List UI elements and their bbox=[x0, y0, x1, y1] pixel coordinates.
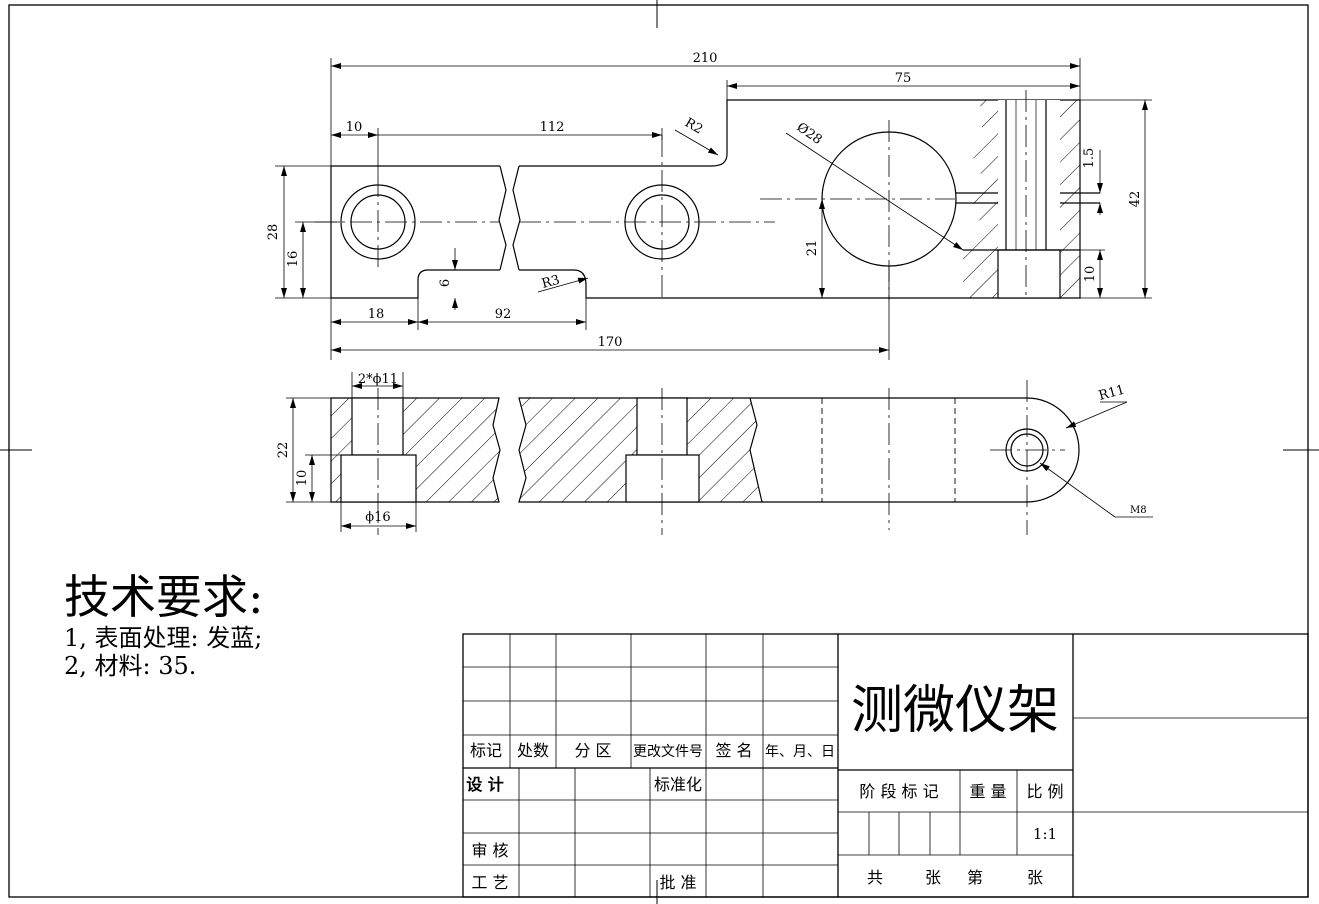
dim-112: 112 bbox=[540, 120, 565, 135]
top-view-dim-text: 210 75 10 112 R2 Ø28 28 16 6 R3 18 92 17… bbox=[266, 51, 1143, 350]
dim-6: 6 bbox=[438, 279, 453, 287]
title-block bbox=[462, 633, 1309, 898]
dim-18: 18 bbox=[368, 307, 385, 322]
leader-r2 bbox=[674, 129, 719, 156]
sheets-total: 共 bbox=[867, 868, 883, 887]
dim-210: 210 bbox=[693, 51, 718, 66]
hdr-mark: 标记 bbox=[470, 741, 502, 760]
sheets-unit: 张 bbox=[925, 868, 941, 887]
break-line-right bbox=[512, 165, 521, 271]
dim-m8: M8 bbox=[1130, 505, 1147, 516]
hdr-zone: 分 区 bbox=[574, 741, 611, 760]
scale-value: 1:1 bbox=[1033, 825, 1057, 843]
sheet-no: 第 bbox=[967, 868, 983, 887]
dim-r3: R3 bbox=[540, 273, 561, 292]
top-view bbox=[330, 99, 1100, 299]
section-dim-text: 2*ϕ11 22 10 ϕ16 R11 M8 bbox=[276, 372, 1147, 525]
hdr-count: 处数 bbox=[517, 741, 549, 760]
break-line-left bbox=[498, 165, 507, 271]
leader-r11 bbox=[1065, 401, 1128, 429]
title-block-text: 测微仪架 标记 处数 分 区 更改文件号 签 名 年、月、日 设 计 标准化 审… bbox=[466, 681, 1063, 892]
top-view-centerlines bbox=[315, 90, 1027, 300]
role-design: 设 计 bbox=[466, 775, 504, 794]
role-review: 审 核 bbox=[471, 841, 508, 860]
hdr-doc-no: 更改文件号 bbox=[633, 744, 703, 760]
section-dimensions bbox=[286, 372, 1153, 532]
dim-r11: R11 bbox=[1097, 383, 1126, 404]
dim-dia28: Ø28 bbox=[794, 120, 825, 148]
dim-28: 28 bbox=[266, 224, 281, 241]
dim-22: 22 bbox=[276, 442, 291, 459]
leader-r3 bbox=[537, 277, 589, 293]
dim-phi16: ϕ16 bbox=[365, 510, 390, 525]
dim-92: 92 bbox=[495, 307, 512, 322]
section-right-body bbox=[750, 397, 1080, 503]
role-approve: 批 准 bbox=[659, 873, 696, 892]
dim-42: 42 bbox=[1128, 191, 1143, 208]
dim-10: 10 bbox=[346, 120, 363, 135]
scale-label: 比 例 bbox=[1026, 782, 1063, 801]
section-view bbox=[330, 397, 1080, 503]
dim-r2: R2 bbox=[682, 115, 705, 137]
dim-10b: 10 bbox=[1083, 266, 1098, 283]
hdr-date: 年、月、日 bbox=[765, 744, 835, 760]
main-body-outline bbox=[519, 99, 1081, 299]
tech-req-line-2: 2, 材料: 35. bbox=[64, 651, 197, 680]
weight-label: 重 量 bbox=[969, 782, 1006, 801]
role-standardization: 标准化 bbox=[654, 775, 702, 794]
part-name: 测微仪架 bbox=[851, 681, 1059, 741]
technical-requirements: 技术要求: 1, 表面处理: 发蓝; 2, 材料: 35. bbox=[64, 572, 264, 679]
dim-holes: 2*ϕ11 bbox=[358, 372, 398, 387]
leader-dia28 bbox=[785, 132, 964, 251]
hdr-sign: 签 名 bbox=[715, 741, 752, 760]
left-body-outline bbox=[330, 165, 500, 299]
dim-1-5: 1.5 bbox=[1082, 148, 1097, 169]
dim-21: 21 bbox=[805, 240, 820, 257]
dim-170: 170 bbox=[598, 335, 623, 350]
top-view-dimensions bbox=[275, 58, 1152, 360]
stage-mark: 阶 段 标 记 bbox=[859, 782, 938, 801]
sheet-unit: 张 bbox=[1027, 868, 1043, 887]
leader-m8 bbox=[1039, 462, 1116, 518]
role-process: 工 艺 bbox=[471, 873, 508, 892]
dim-75: 75 bbox=[895, 71, 912, 86]
section-centerlines bbox=[377, 380, 1065, 535]
dim-10s: 10 bbox=[295, 470, 310, 487]
tech-req-line-1: 1, 表面处理: 发蓝; bbox=[64, 623, 263, 652]
dim-16: 16 bbox=[286, 251, 301, 268]
tech-req-title: 技术要求: bbox=[64, 570, 264, 624]
